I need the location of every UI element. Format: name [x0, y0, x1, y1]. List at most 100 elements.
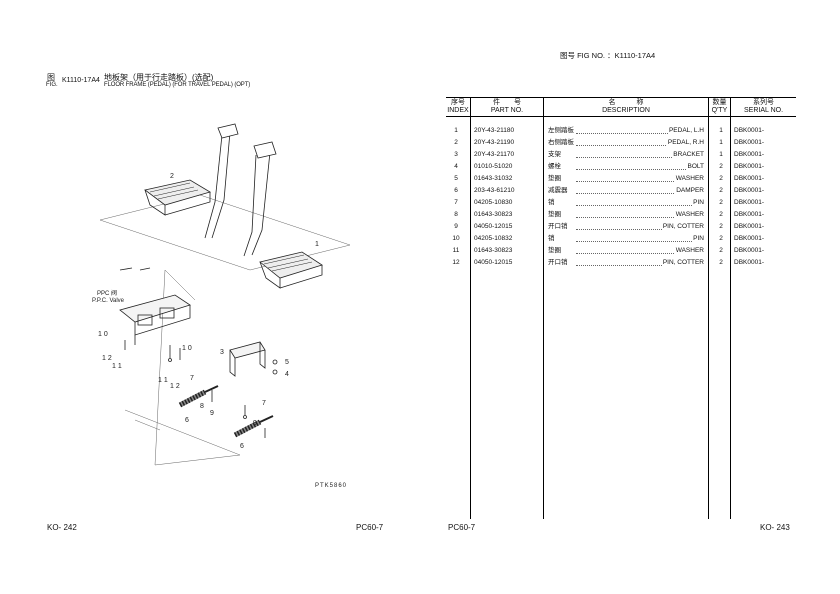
row-description: 螺栓 BOLT [548, 161, 704, 173]
row-part-no: 01010-51020 [474, 163, 513, 170]
row-qty: 2 [719, 199, 723, 206]
fig-title-en: FLOOR FRAME (PEDAL) (FOR TRAVEL PEDAL) (… [104, 82, 251, 88]
pedal-right-drawing [243, 141, 323, 289]
row-desc-en: DAMPER [675, 185, 704, 197]
row-desc-cn: 螺栓 [548, 163, 561, 170]
fig-label-en: FIG. [46, 82, 58, 88]
row-serial: DBK0001- [734, 259, 764, 266]
callout-4: 4 [285, 371, 289, 378]
row-part-no: 203-43-61210 [474, 187, 515, 194]
row-desc-en: WASHER [674, 173, 704, 185]
row-qty: 2 [719, 175, 723, 182]
row-serial: DBK0001- [734, 235, 764, 242]
leader-dots [576, 161, 704, 170]
row-index: 1 [454, 127, 458, 134]
row-index: 12 [452, 259, 460, 266]
row-part-no: 20Y-43-21180 [474, 127, 515, 134]
fig-number: 图号 FIG NO. ：K1110-17A4 [560, 51, 656, 60]
row-serial: DBK0001- [734, 151, 764, 158]
leader-dots [576, 137, 704, 146]
model-left: PC60-7 [356, 523, 384, 532]
row-index: 2 [454, 139, 458, 146]
row-desc-en: PIN, COTTER [661, 257, 704, 269]
row-desc-en: PIN, COTTER [661, 221, 704, 233]
row-serial: DBK0001- [734, 223, 764, 230]
row-description: 左侧踏板 PEDAL, L.H [548, 125, 704, 137]
row-desc-cn: 垫圈 [548, 211, 561, 218]
row-serial: DBK0001- [734, 127, 764, 134]
callout-9b: 9 [253, 420, 257, 427]
row-desc-en: BOLT [686, 161, 704, 173]
row-part-no: 04050-12015 [474, 259, 513, 266]
row-desc-en: WASHER [674, 209, 704, 221]
row-serial: DBK0001- [734, 211, 764, 218]
callout-5: 5 [285, 359, 289, 366]
leader-dots [576, 209, 704, 218]
row-part-no: 04205-10832 [474, 235, 513, 242]
row-index: 7 [454, 199, 458, 206]
row-part-no: 01643-30823 [474, 247, 513, 254]
row-index: 11 [452, 247, 460, 254]
small-parts-drawing [119, 267, 266, 438]
row-desc-cn: 左侧踏板 [548, 127, 574, 134]
row-index: 5 [454, 175, 458, 182]
callout-11a: 1 1 [112, 363, 122, 370]
ppc-label-en: P.P.C. Valve [92, 298, 125, 304]
exploded-parts-diagram: 2 1 3 5 4 6 6 7 7 8 9 9 1 0 1 0 1 1 1 1 … [92, 123, 351, 489]
row-serial: DBK0001- [734, 199, 764, 206]
row-serial: DBK0001- [734, 187, 764, 194]
row-description: 垫圈 WASHER [548, 209, 704, 221]
row-serial: DBK0001- [734, 139, 764, 146]
callout-7b: 7 [262, 400, 266, 407]
row-qty: 2 [719, 247, 723, 254]
callout-12a: 1 2 [102, 355, 112, 362]
callout-9a: 9 [210, 410, 214, 417]
row-desc-en: PEDAL, L.H [667, 125, 704, 137]
model-right: PC60-7 [448, 523, 476, 532]
fig-code: K1110-17A4 [62, 77, 100, 84]
row-qty: 1 [719, 127, 723, 134]
row-qty: 2 [719, 259, 723, 266]
row-qty: 2 [719, 187, 723, 194]
row-desc-cn: 开口销 [548, 223, 568, 230]
ppc-valve-drawing [119, 294, 191, 336]
callout-1: 1 [315, 241, 319, 248]
leader-dots [576, 257, 704, 266]
callout-10a: 1 0 [98, 331, 108, 338]
fig-label-cn: 图 [47, 73, 55, 82]
callout-12b: 1 2 [170, 383, 180, 390]
leader-dots [576, 173, 704, 182]
table-row: 1 20Y-43-21180 左侧踏板 PEDAL, L.H 1 DBK0001- [446, 125, 796, 137]
callout-8: 8 [200, 403, 204, 410]
row-index: 4 [454, 163, 458, 170]
row-qty: 2 [719, 235, 723, 242]
row-desc-cn: 销 [548, 199, 555, 206]
row-part-no: 20Y-43-21170 [474, 151, 515, 158]
callout-10b: 1 0 [182, 345, 192, 352]
row-index: 9 [454, 223, 458, 230]
row-qty: 2 [719, 211, 723, 218]
leader-dots [576, 245, 704, 254]
row-index: 8 [454, 211, 458, 218]
row-qty: 2 [719, 163, 723, 170]
leader-dots [576, 221, 704, 230]
row-index: 3 [454, 151, 458, 158]
row-part-no: 01643-30823 [474, 211, 513, 218]
row-qty: 1 [719, 151, 723, 158]
row-description: 开口销 PIN, COTTER [548, 221, 704, 233]
page-number-left: KO- 242 [47, 523, 77, 532]
